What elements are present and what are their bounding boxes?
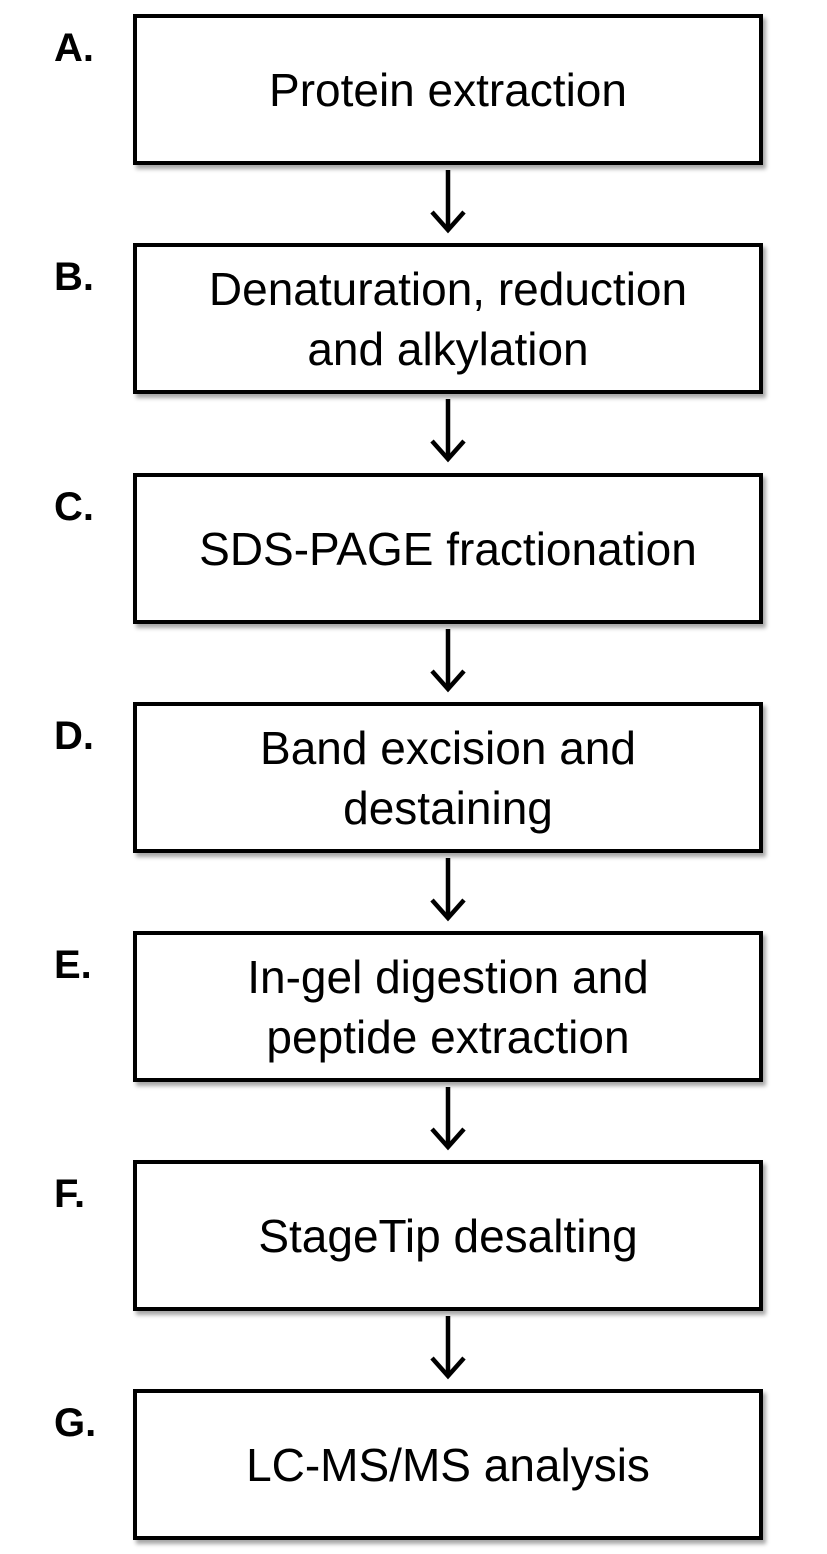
step-g-letter: G. (54, 1401, 97, 1445)
step-g: G. LC-MS/MS analysis (0, 1389, 827, 1540)
step-f-text: StageTip desalting (258, 1209, 638, 1262)
arrow-f-to-g (430, 1316, 466, 1380)
step-e: E. In-gel digestion and peptide extracti… (0, 931, 827, 1082)
step-b-letter: B. (54, 255, 94, 299)
arrow-c-to-d (430, 629, 466, 693)
arrow-a-to-b (430, 170, 466, 234)
arrow-e-to-f (430, 1087, 466, 1151)
step-b-box: Denaturation, reduction and alkylation (133, 243, 763, 394)
step-d: D. Band excision and destaining (0, 702, 827, 853)
step-d-letter: D. (54, 714, 94, 758)
step-e-letter: E. (54, 943, 92, 987)
step-f-box: StageTip desalting (133, 1160, 763, 1311)
step-c-letter: C. (54, 485, 94, 529)
step-a: A. Protein extraction (0, 14, 827, 165)
step-d-text: Band excision and destaining (260, 721, 636, 834)
step-f: F. StageTip desalting (0, 1160, 827, 1311)
arrow-b-to-c (430, 399, 466, 463)
arrow-d-to-e (430, 858, 466, 922)
step-c-box: SDS-PAGE fractionation (133, 473, 763, 624)
step-c: C. SDS-PAGE fractionation (0, 473, 827, 624)
step-a-box: Protein extraction (133, 14, 763, 165)
step-d-box: Band excision and destaining (133, 702, 763, 853)
step-c-text: SDS-PAGE fractionation (199, 522, 697, 575)
step-b-text: Denaturation, reduction and alkylation (208, 262, 688, 375)
step-e-text: In-gel digestion and peptide extraction (247, 950, 649, 1063)
step-a-text: Protein extraction (269, 63, 627, 116)
step-f-letter: F. (54, 1172, 86, 1216)
step-b: B. Denaturation, reduction and alkylatio… (0, 243, 827, 394)
step-a-letter: A. (54, 26, 94, 70)
step-g-box: LC-MS/MS analysis (133, 1389, 763, 1540)
step-g-text: LC-MS/MS analysis (246, 1438, 650, 1491)
step-e-box: In-gel digestion and peptide extraction (133, 931, 763, 1082)
